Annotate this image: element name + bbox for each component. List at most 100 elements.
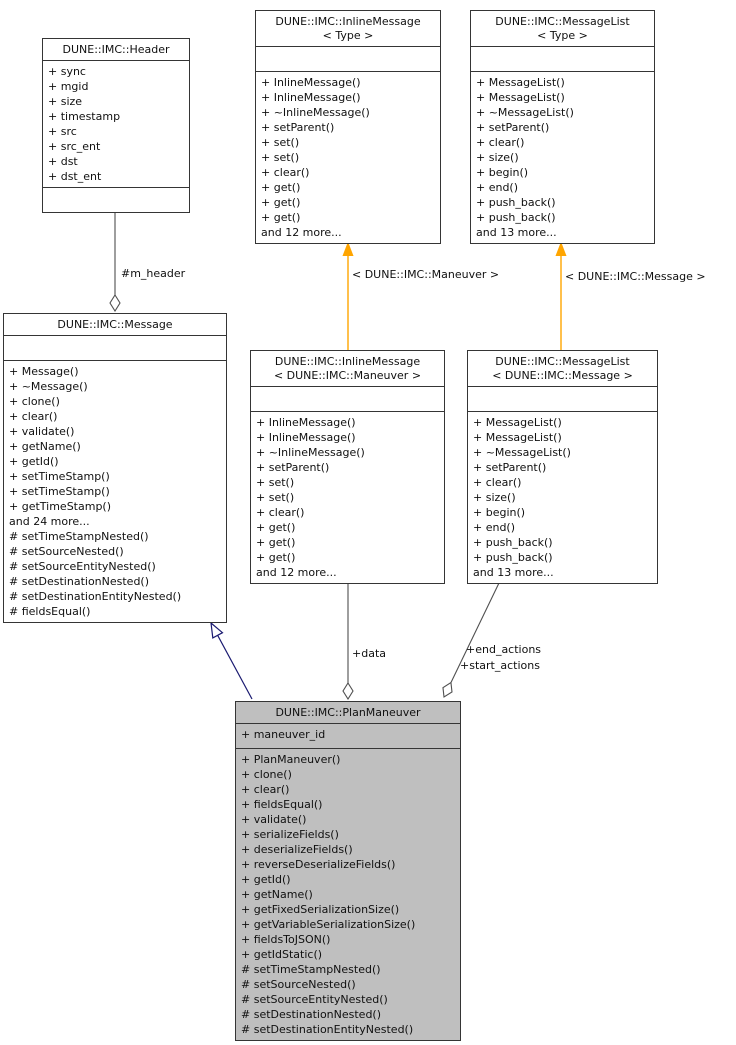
member-row: + get() xyxy=(261,181,301,194)
member-row: + push_back() xyxy=(473,536,553,549)
member-row: and 24 more... xyxy=(9,515,90,528)
member-row: + MessageList() xyxy=(476,76,565,89)
member-row: + clone() xyxy=(9,395,60,408)
member-row: + clear() xyxy=(241,783,290,796)
member-row: + getTimeStamp() xyxy=(9,500,112,513)
member-row: + reverseDeserializeFields() xyxy=(241,858,396,871)
member-row: + MessageList() xyxy=(473,431,562,444)
methods-section: + InlineMessage()+ InlineMessage()+ ~Inl… xyxy=(256,71,440,243)
attributes-section xyxy=(251,386,444,411)
member-row: + getId() xyxy=(9,455,59,468)
member-row: + get() xyxy=(256,536,296,549)
class-title: DUNE::IMC::MessageList < Type > xyxy=(495,15,630,42)
member-row: + clear() xyxy=(261,166,310,179)
class-title: DUNE::IMC::Header xyxy=(62,43,170,56)
member-row: + PlanManeuver() xyxy=(241,753,341,766)
methods-section: + InlineMessage()+ InlineMessage()+ ~Inl… xyxy=(251,411,444,583)
class-box-header[interactable]: DUNE::IMC::Header + sync+ mgid+ size+ ti… xyxy=(42,38,190,213)
attributes-section xyxy=(4,335,226,360)
member-row: # setDestinationEntityNested() xyxy=(241,1023,414,1036)
member-row: + clear() xyxy=(256,506,305,519)
member-row: + mgid xyxy=(48,80,89,93)
member-row: + getName() xyxy=(9,440,81,453)
class-box-message-list-message[interactable]: DUNE::IMC::MessageList < DUNE::IMC::Mess… xyxy=(467,350,658,584)
attributes-section xyxy=(468,386,657,411)
member-row: + deserializeFields() xyxy=(241,843,353,856)
member-row: + push_back() xyxy=(476,211,556,224)
member-row: + getId() xyxy=(241,873,291,886)
class-title: DUNE::IMC::InlineMessage < Type > xyxy=(275,15,421,42)
member-row: + validate() xyxy=(9,425,75,438)
class-box-plan-maneuver[interactable]: DUNE::IMC::PlanManeuver + maneuver_id + … xyxy=(235,701,461,1041)
member-row: and 12 more... xyxy=(261,226,342,239)
member-row: + getVariableSerializationSize() xyxy=(241,918,416,931)
class-box-inline-message-maneuver[interactable]: DUNE::IMC::InlineMessage < DUNE::IMC::Ma… xyxy=(250,350,445,584)
methods-section: + PlanManeuver() + clone() + clear() + fiel… xyxy=(236,748,460,1040)
member-row: + src_ent xyxy=(48,140,101,153)
member-row: + get() xyxy=(261,211,301,224)
member-row: and 13 more... xyxy=(476,226,557,239)
class-box-message-list-template[interactable]: DUNE::IMC::MessageList < Type > + Messag… xyxy=(470,10,655,244)
member-row: + timestamp xyxy=(48,110,121,123)
member-row: # fieldsEqual() xyxy=(9,605,91,618)
member-row: + validate() xyxy=(241,813,307,826)
member-row: # setSourceEntityNested() xyxy=(9,560,156,573)
member-row: + ~InlineMessage() xyxy=(261,106,370,119)
member-row: + setTimeStamp() xyxy=(9,470,110,483)
attributes-section xyxy=(471,46,654,71)
member-row: + size() xyxy=(473,491,516,504)
class-title: DUNE::IMC::PlanManeuver xyxy=(275,706,421,719)
member-row: + ~MessageList() xyxy=(473,446,571,459)
member-row: + end() xyxy=(473,521,516,534)
member-row: + end() xyxy=(476,181,519,194)
member-row: # setDestinationNested() xyxy=(241,1008,382,1021)
member-row: # setTimeStampNested() xyxy=(241,963,381,976)
member-row: + MessageList() xyxy=(473,416,562,429)
edge-label-start-actions: +start_actions xyxy=(460,659,540,672)
attributes-section: + sync + mgid + size + timestamp + src + src_… xyxy=(43,60,189,187)
member-row: + push_back() xyxy=(473,551,553,564)
class-title: DUNE::IMC::InlineMessage < DUNE::IMC::Ma… xyxy=(273,355,422,382)
member-row: + clone() xyxy=(241,768,292,781)
edge-label-inline-instantiation: < DUNE::IMC::Maneuver > xyxy=(352,268,500,281)
member-row: + fieldsToJSON() xyxy=(241,933,331,946)
member-row: + InlineMessage() xyxy=(256,431,356,444)
member-row: + dst xyxy=(48,155,78,168)
member-row: + ~Message() xyxy=(9,380,88,393)
class-box-message[interactable]: DUNE::IMC::Message + Message()+ ~Message… xyxy=(3,313,227,623)
edge-label-m-header: #m_header xyxy=(121,267,186,280)
member-row: and 13 more... xyxy=(473,566,554,579)
member-row: + getName() xyxy=(241,888,313,901)
member-row: + serializeFields() xyxy=(241,828,339,841)
member-row: + set() xyxy=(256,476,295,489)
member-row: + setTimeStamp() xyxy=(9,485,110,498)
member-row: + setParent() xyxy=(261,121,335,134)
methods-section: + Message()+ ~Message()+ clone()+ clear(… xyxy=(4,360,226,622)
member-row: # setSourceNested() xyxy=(241,978,356,991)
member-row: + getFixedSerializationSize() xyxy=(241,903,400,916)
member-row: + size xyxy=(48,95,83,108)
member-row: # setSourceNested() xyxy=(9,545,124,558)
member-row: + maneuver_id xyxy=(241,728,326,741)
class-title: DUNE::IMC::Message xyxy=(57,318,173,331)
member-row: + clear() xyxy=(9,410,58,423)
member-row: + ~InlineMessage() xyxy=(256,446,365,459)
member-row: + push_back() xyxy=(476,196,556,209)
member-row: + clear() xyxy=(473,476,522,489)
member-row: + ~MessageList() xyxy=(476,106,574,119)
member-row: + src xyxy=(48,125,77,138)
methods-section: + MessageList()+ MessageList()+ ~Message… xyxy=(471,71,654,243)
attributes-section xyxy=(256,46,440,71)
class-title: DUNE::IMC::MessageList < DUNE::IMC::Mess… xyxy=(492,355,633,382)
attributes-section: + maneuver_id xyxy=(236,723,460,748)
member-row: + InlineMessage() xyxy=(261,91,361,104)
edge-label-end-actions: +end_actions xyxy=(466,643,542,656)
member-row: + get() xyxy=(256,521,296,534)
member-row: + set() xyxy=(261,136,300,149)
methods-section: + MessageList() + MessageList() + ~Message… xyxy=(468,411,657,583)
edge-label-list-instantiation: < DUNE::IMC::Message > xyxy=(565,270,706,283)
member-row: + sync xyxy=(48,65,86,78)
member-row: + dst_ent xyxy=(48,170,102,183)
class-box-inline-message-template[interactable]: DUNE::IMC::InlineMessage < Type > + Inli… xyxy=(255,10,441,244)
